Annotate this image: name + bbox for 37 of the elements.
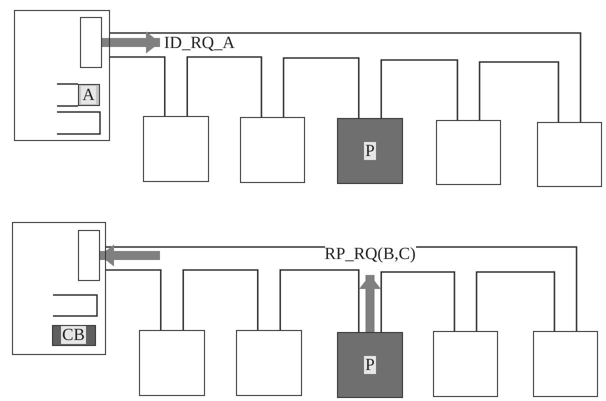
slot-box xyxy=(52,324,96,346)
bus-line xyxy=(105,246,578,331)
controller-box xyxy=(14,10,110,141)
bus-line xyxy=(380,59,458,120)
block-arrow xyxy=(100,244,160,266)
device-box xyxy=(236,330,302,396)
device-box xyxy=(139,330,205,396)
bus-line xyxy=(279,269,360,332)
node-label: CB xyxy=(61,326,86,344)
bus-line xyxy=(105,269,162,330)
block-arrow xyxy=(102,32,160,54)
slot-box xyxy=(78,84,100,106)
block-arrow xyxy=(359,275,381,332)
device-box xyxy=(240,117,305,183)
device-box xyxy=(433,331,498,397)
bus-line xyxy=(109,56,166,116)
bus-line xyxy=(478,61,560,122)
device-box xyxy=(533,331,598,397)
device-box xyxy=(537,122,602,187)
bus-line xyxy=(476,271,556,331)
bus-line xyxy=(282,57,360,118)
node-label: A xyxy=(81,86,96,104)
bus-line xyxy=(380,271,456,332)
signal-label: ID_RQ_A xyxy=(164,34,235,52)
device-box xyxy=(143,116,209,182)
device-box xyxy=(436,120,501,185)
node-label: P xyxy=(364,142,376,160)
processor-box xyxy=(337,332,403,398)
processor-box xyxy=(337,118,403,184)
register-box xyxy=(78,230,100,280)
bus-line xyxy=(186,56,262,117)
bus-line xyxy=(109,32,582,122)
controller-box xyxy=(12,222,106,355)
bus-line xyxy=(182,269,259,330)
signal-label: RP_RQ(B,C) xyxy=(324,245,416,263)
node-label: P xyxy=(364,356,376,374)
register-box xyxy=(80,16,102,68)
